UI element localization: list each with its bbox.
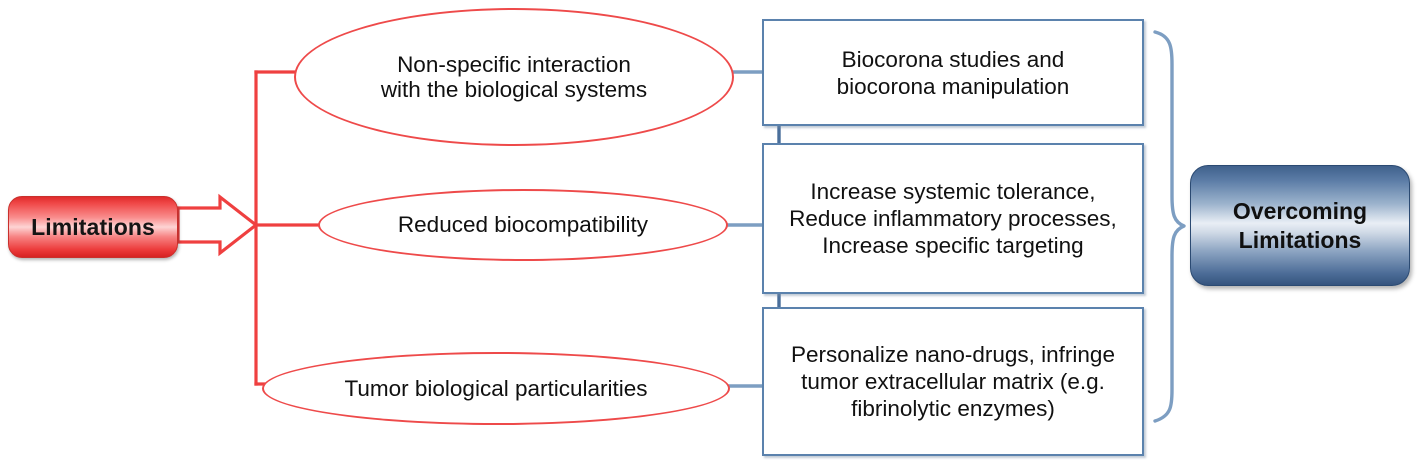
limitations-source-label: Limitations <box>31 213 155 240</box>
limitation-ellipse-text: Tumor biological particularities <box>344 376 647 401</box>
solution-box-text: Biocorona studies and biocorona manipula… <box>837 46 1070 100</box>
limitation-ellipse-tumor-biological-particularities[interactable]: Tumor biological particularities <box>262 352 730 425</box>
limitation-line-1: Non-specific interaction <box>397 51 631 77</box>
solution-box-text: Increase systemic tolerance, Reduce infl… <box>789 178 1117 259</box>
overcoming-limitations-label: Overcoming Limitations <box>1233 197 1367 253</box>
solution-line-1: Biocorona studies and <box>841 46 1065 72</box>
solution-box-text: Personalize nano-drugs, infringe tumor e… <box>791 341 1115 422</box>
solution-line-2: Reduce inflammatory processes, <box>789 206 1117 231</box>
solution-box-personalized-nanodrugs[interactable]: Personalize nano-drugs, infringe tumor e… <box>762 307 1144 456</box>
solution-line-3: Increase specific targeting <box>822 233 1084 258</box>
solution-box-biocorona[interactable]: Biocorona studies and biocorona manipula… <box>762 19 1144 126</box>
solution-line-2: biocorona manipulation <box>836 73 1070 99</box>
solution-line-1: Personalize nano-drugs, infringe <box>791 342 1115 367</box>
limitation-line-1: Reduced biocompatibility <box>397 212 649 238</box>
limitations-source-box[interactable]: Limitations <box>8 196 178 258</box>
solution-line-2: tumor extracellular matrix (e.g. <box>801 369 1105 394</box>
limitation-ellipse-reduced-biocompatibility[interactable]: Reduced biocompatibility <box>318 189 728 261</box>
solution-line-1: Increase systemic tolerance, <box>810 179 1096 204</box>
overcoming-line-2: Limitations <box>1238 226 1362 253</box>
solution-line-3: fibrinolytic enzymes) <box>851 396 1055 421</box>
solution-box-tolerance-inflammation-targeting[interactable]: Increase systemic tolerance, Reduce infl… <box>762 143 1144 294</box>
curly-brace-icon <box>1153 30 1186 423</box>
limitation-ellipse-text: Non-specific interaction with the biolog… <box>381 52 647 102</box>
limitation-line-1: Tumor biological particularities <box>344 375 648 401</box>
limitation-line-2: with the biological systems <box>380 77 648 102</box>
overcoming-line-1: Overcoming <box>1232 198 1368 225</box>
limitation-ellipse-non-specific-interaction[interactable]: Non-specific interaction with the biolog… <box>294 8 734 146</box>
source-arrow-icon <box>176 193 259 257</box>
overcoming-limitations-box[interactable]: Overcoming Limitations <box>1190 165 1410 286</box>
limitation-ellipse-text: Reduced biocompatibility <box>398 212 648 237</box>
